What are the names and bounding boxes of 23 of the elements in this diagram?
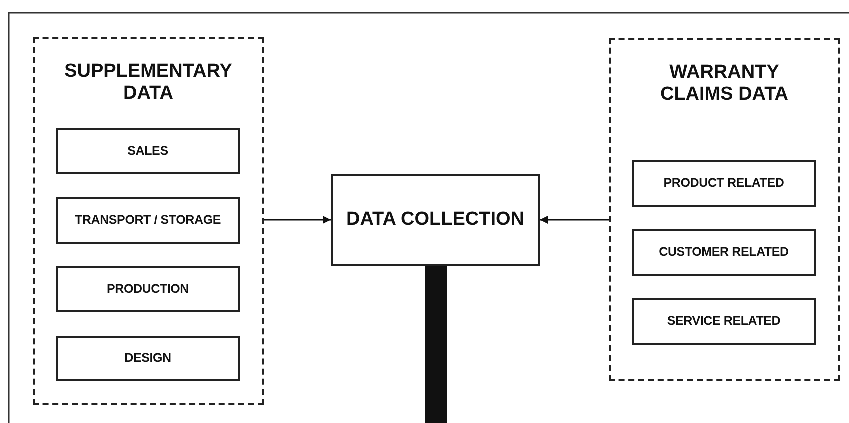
arrow — [264, 216, 331, 224]
process-box — [56, 197, 240, 244]
box-label: CUSTOMER RELATED — [659, 245, 789, 260]
box-label: PRODUCTION — [106, 282, 190, 296]
process-box — [56, 128, 240, 174]
box-label: PRODUCT RELATED — [664, 176, 784, 191]
process-box — [56, 336, 240, 381]
box-label: SALES — [128, 144, 168, 158]
process-box — [331, 174, 540, 266]
process-box — [632, 298, 816, 345]
box-label: DESIGN — [124, 351, 172, 366]
box-label: SERVICE RELATED — [667, 314, 781, 329]
process-box — [632, 160, 816, 207]
dashed-group-box — [33, 37, 264, 405]
group-heading: WARRANTY CLAIMS DATA — [659, 62, 790, 106]
process-box — [632, 229, 816, 276]
thick-connector-bar — [425, 266, 447, 423]
arrow — [540, 216, 609, 224]
group-heading: SUPPLEMENTARY DATA — [64, 61, 234, 105]
dashed-group-box — [609, 38, 840, 381]
box-label: DATA COLLECTION — [346, 209, 524, 231]
box-label: TRANSPORT / STORAGE — [75, 213, 221, 228]
process-box — [56, 266, 240, 312]
